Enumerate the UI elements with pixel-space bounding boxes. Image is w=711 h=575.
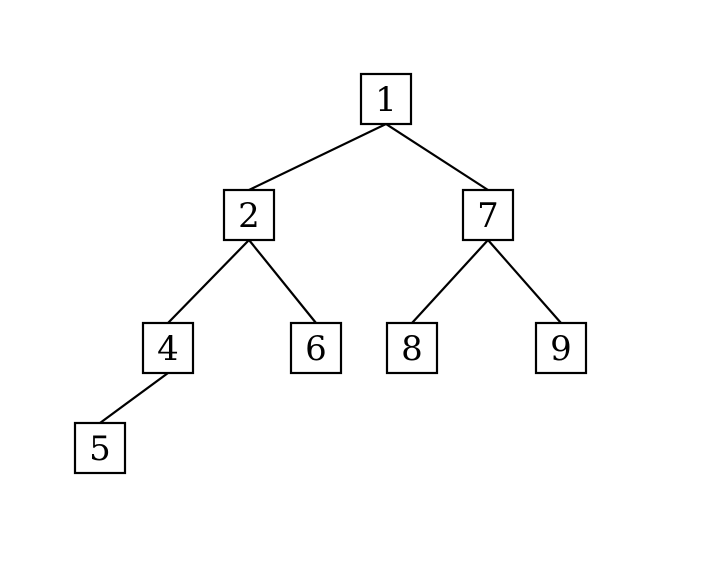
edge-n2-n4 [166,238,251,325]
tree-node-5: 5 [73,421,127,475]
edge-n4-n5 [98,371,170,425]
tree-node-7: 7 [461,188,515,242]
node-box [534,321,588,375]
edge-n2-n6 [247,238,318,325]
tree-node-1: 1 [359,72,413,126]
tree-node-9: 9 [534,321,588,375]
node-label: 9 [550,329,572,369]
edges-layer [98,122,563,425]
node-label: 7 [477,196,499,236]
node-box [73,421,127,475]
node-label: 1 [375,80,397,120]
node-label: 8 [401,329,423,369]
node-box [385,321,439,375]
tree-node-6: 6 [289,321,343,375]
tree-node-2: 2 [222,188,276,242]
node-label: 2 [238,196,260,236]
node-box [359,72,413,126]
node-box [222,188,276,242]
tree-node-4: 4 [141,321,195,375]
node-box [141,321,195,375]
node-box [461,188,515,242]
edge-n1-n2 [247,122,388,192]
nodes-layer: 1 2 7 4 6 8 9 5 [73,72,588,475]
edge-n7-n9 [486,238,563,325]
edge-n7-n8 [410,238,490,325]
node-box [289,321,343,375]
node-label: 6 [305,329,327,369]
tree-node-8: 8 [385,321,439,375]
node-label: 5 [89,429,111,469]
node-label: 4 [157,329,179,369]
edge-n1-n7 [384,122,490,192]
